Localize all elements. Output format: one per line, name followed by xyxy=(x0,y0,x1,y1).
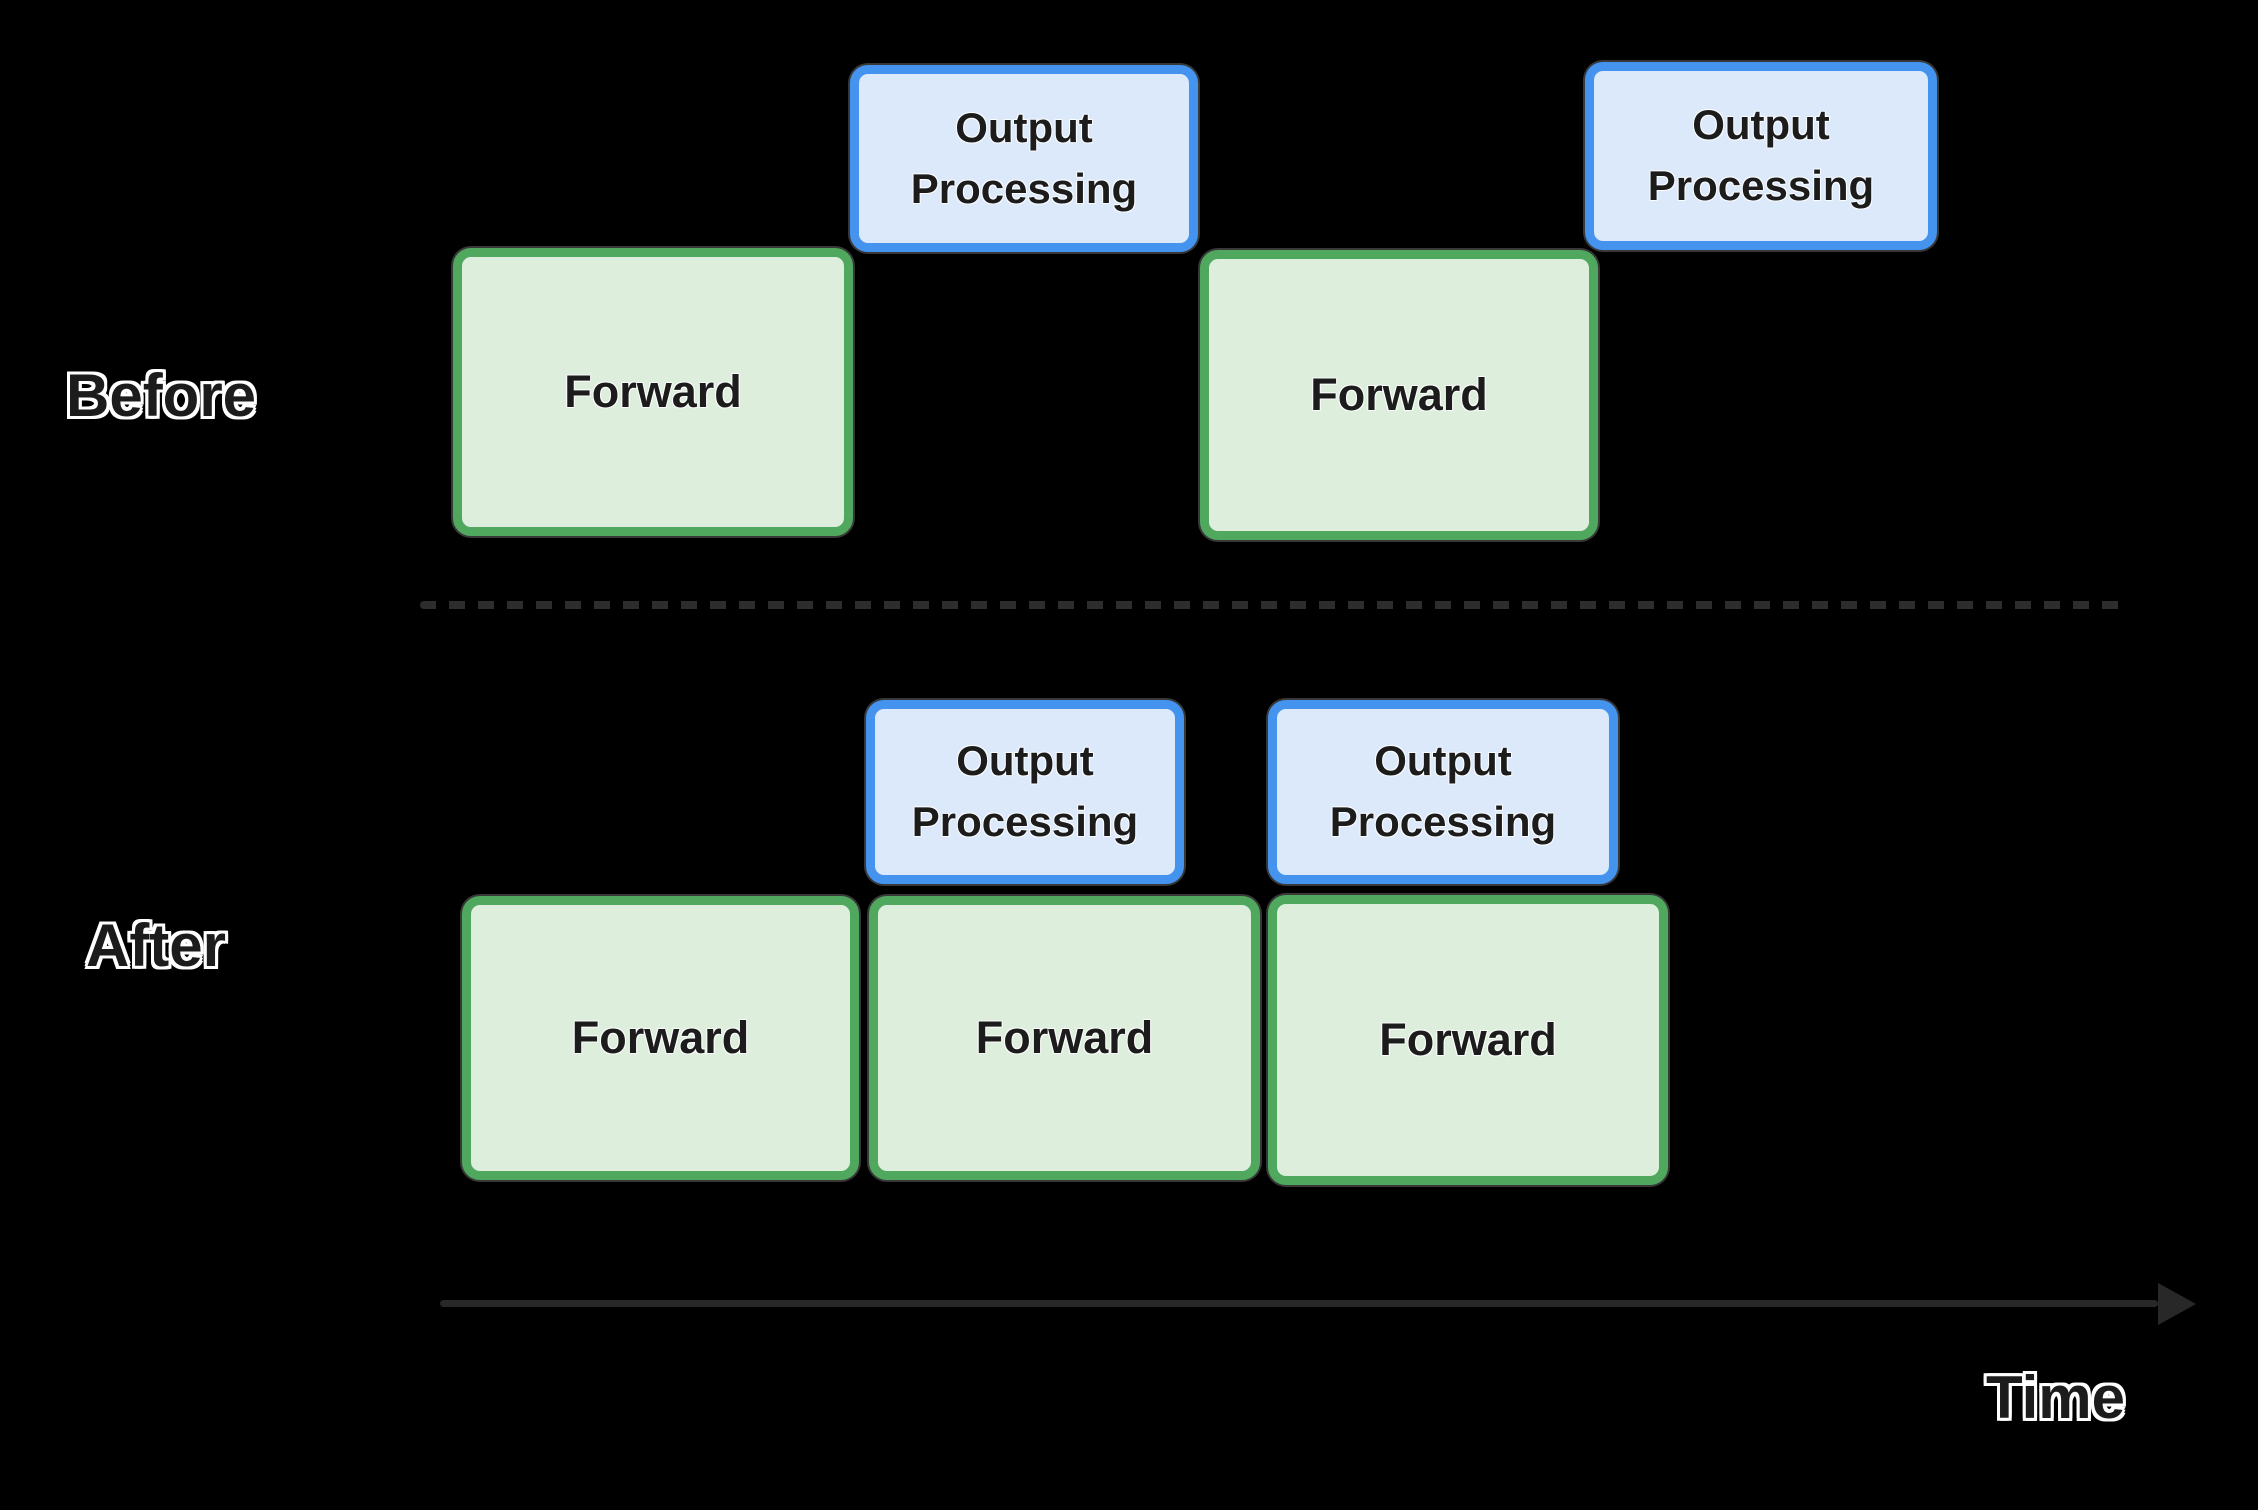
before-output-processing-block-2: Output Processing xyxy=(1585,62,1937,250)
output-processing-block-label: Output Processing xyxy=(1647,101,1875,209)
output-processing-block-label: Output Processing xyxy=(1329,737,1557,845)
after-forward-block-1: Forward xyxy=(462,896,859,1180)
after-forward-block-2: Forward xyxy=(869,896,1260,1180)
forward-block-label: Forward xyxy=(564,366,742,417)
forward-block-label: Forward xyxy=(1310,369,1488,420)
after-forward-block-3: Forward xyxy=(1268,895,1668,1185)
after-output-processing-block-1: Output Processing xyxy=(866,700,1184,884)
before-row-label: Before xyxy=(66,362,257,429)
before-forward-block-1: Forward xyxy=(453,248,853,536)
time-axis-line xyxy=(440,1300,2158,1307)
before-forward-block-2: Forward xyxy=(1200,250,1598,540)
dashed-divider-line xyxy=(420,601,2125,609)
before-output-processing-block-1: Output Processing xyxy=(850,65,1198,252)
output-processing-block-label: Output Processing xyxy=(911,737,1139,845)
output-processing-block-label: Output Processing xyxy=(910,103,1138,212)
time-axis-arrowhead-icon xyxy=(2158,1283,2196,1325)
after-row-label: After xyxy=(86,912,227,979)
time-axis-label: Time xyxy=(1986,1364,2125,1431)
after-output-processing-block-2: Output Processing xyxy=(1268,700,1618,884)
forward-block-label: Forward xyxy=(571,1012,750,1063)
forward-block-label: Forward xyxy=(1379,1014,1557,1065)
forward-block-label: Forward xyxy=(975,1012,1154,1063)
